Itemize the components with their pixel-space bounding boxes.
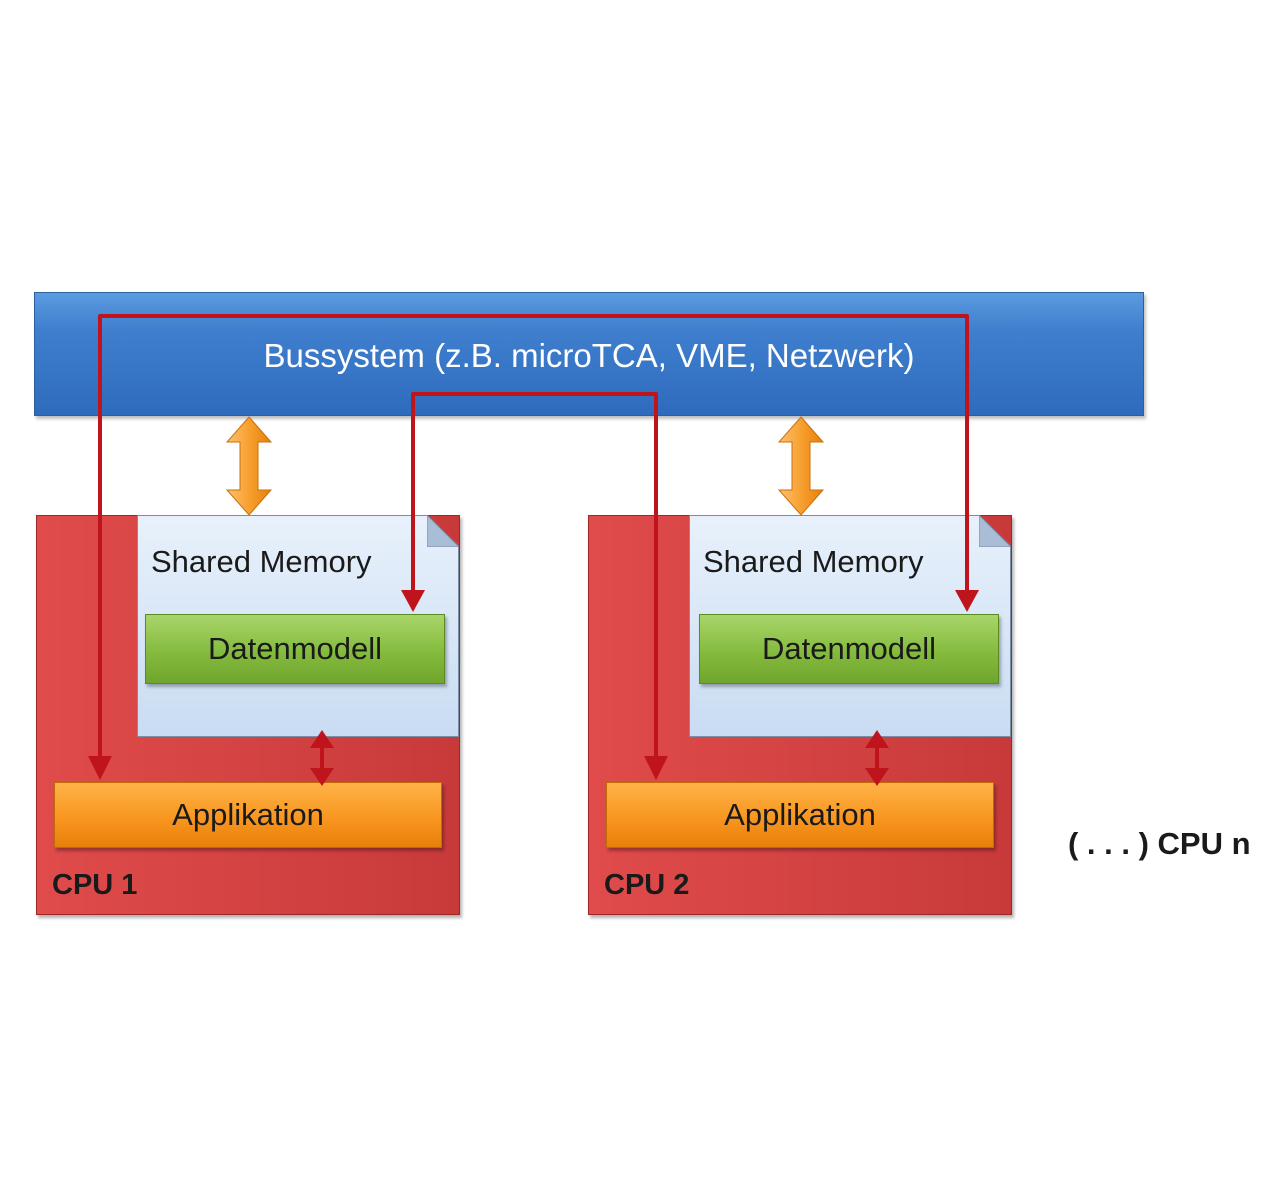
cpu-1-bus-double-arrow-icon [225, 416, 273, 516]
more-cpus-label: ( . . . ) CPU n [1068, 826, 1251, 861]
bus-system-label: Bussystem (z.B. microTCA, VME, Netzwerk) [263, 337, 915, 374]
cpu-1-label: CPU 1 [52, 869, 138, 901]
cpu-2-label: CPU 2 [604, 869, 690, 901]
inner-flow-arrow [401, 392, 668, 780]
cpu-1-applikation-box: Applikation [54, 782, 442, 848]
outer-flow-arrow [88, 314, 979, 780]
cpu-2-shared-memory-label: Shared Memory [703, 544, 924, 579]
cpu-1-shared-memory-label: Shared Memory [151, 544, 372, 579]
cpu-2-datenmodell-box: Datenmodell [699, 614, 999, 684]
cpu-1-memory-app-double-arrow-icon [310, 730, 334, 786]
cpu-1-datenmodell-box: Datenmodell [145, 614, 445, 684]
cpu-1-shared-memory-fold-icon [427, 515, 459, 547]
cpu-2-applikation-box: Applikation [606, 782, 994, 848]
cpu-2-bus-double-arrow-icon [777, 416, 825, 516]
cpu-2-shared-memory-fold-icon [979, 515, 1011, 547]
cpu-2-memory-app-double-arrow-icon [865, 730, 889, 786]
